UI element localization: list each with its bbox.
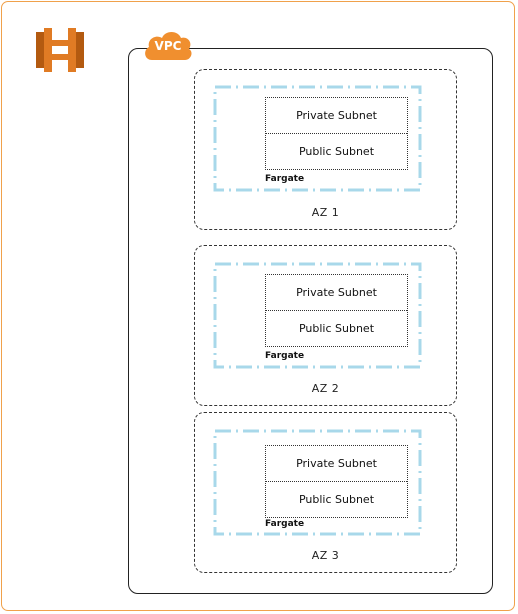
private-subnet: Private Subnet [296, 286, 377, 299]
fargate-border [213, 85, 422, 192]
fargate-group-2: Private Subnet Public Subnet Fargate [213, 262, 422, 369]
fargate-border [213, 429, 422, 536]
fargate-border [213, 262, 422, 369]
fargate-group-3: Private Subnet Public Subnet Fargate [213, 429, 422, 536]
az-3: Private Subnet Public Subnet Fargate AZ … [194, 412, 457, 573]
public-subnet: Public Subnet [266, 133, 407, 169]
vpc-badge: VPC [142, 26, 194, 62]
vpc-label: VPC [154, 39, 182, 53]
fargate-group-1: Private Subnet Public Subnet Fargate [213, 85, 422, 192]
az-2: Private Subnet Public Subnet Fargate AZ … [194, 245, 457, 406]
private-subnet: Private Subnet [296, 457, 377, 470]
az-label: AZ 3 [311, 549, 340, 562]
az-label: AZ 1 [311, 206, 340, 219]
public-subnet: Public Subnet [266, 481, 407, 517]
subnet-group: Private Subnet Public Subnet [265, 274, 408, 347]
vpc-cloud-icon [145, 32, 192, 60]
private-subnet: Private Subnet [296, 109, 377, 122]
az-1: Private Subnet Public Subnet Fargate AZ … [194, 69, 457, 230]
fargate-label: Fargate [265, 519, 305, 529]
vpc-container [128, 48, 493, 594]
subnet-group: Private Subnet Public Subnet [265, 445, 408, 518]
public-subnet: Public Subnet [266, 310, 407, 346]
az-label: AZ 2 [311, 382, 340, 395]
fargate-label: Fargate [265, 351, 305, 361]
subnet-group: Private Subnet Public Subnet [265, 97, 408, 170]
ecs-icon [36, 28, 84, 72]
fargate-label: Fargate [265, 174, 305, 184]
